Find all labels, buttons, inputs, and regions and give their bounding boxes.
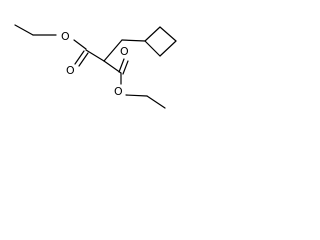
atom-o-ester-left: O	[61, 30, 70, 43]
bond-ring-1	[144, 26, 161, 42]
bond-ring-3	[159, 40, 177, 57]
bond-carbonyl-left-to-center	[85, 49, 105, 62]
bond-ring-2	[159, 26, 177, 42]
bond-carbonyl-left-1	[74, 50, 85, 65]
bond-carbonyl-right-1	[118, 58, 125, 73]
atom-o-carbonyl-right: O	[120, 45, 129, 58]
bond-center-to-ch2	[103, 39, 123, 62]
bond-ethyl-right-1	[125, 94, 148, 97]
bond-center-to-carbonyl-right	[103, 60, 122, 74]
molecule-canvas: O O O O	[0, 0, 210, 124]
bond-ring-4	[144, 40, 161, 57]
bond-ch2-to-ring	[121, 39, 146, 42]
atom-o-ester-right: O	[114, 85, 123, 98]
bond-ethyl-left-1	[14, 24, 34, 36]
bond-carbonyl-right-2	[122, 60, 129, 75]
structure-diagram: O O O O	[14, 24, 177, 109]
atom-o-carbonyl-left: O	[66, 64, 75, 77]
bond-ethyl-right-2	[146, 95, 166, 109]
bond-carbonyl-left-2	[78, 52, 89, 67]
bond-ester-left-o-c	[73, 39, 87, 50]
